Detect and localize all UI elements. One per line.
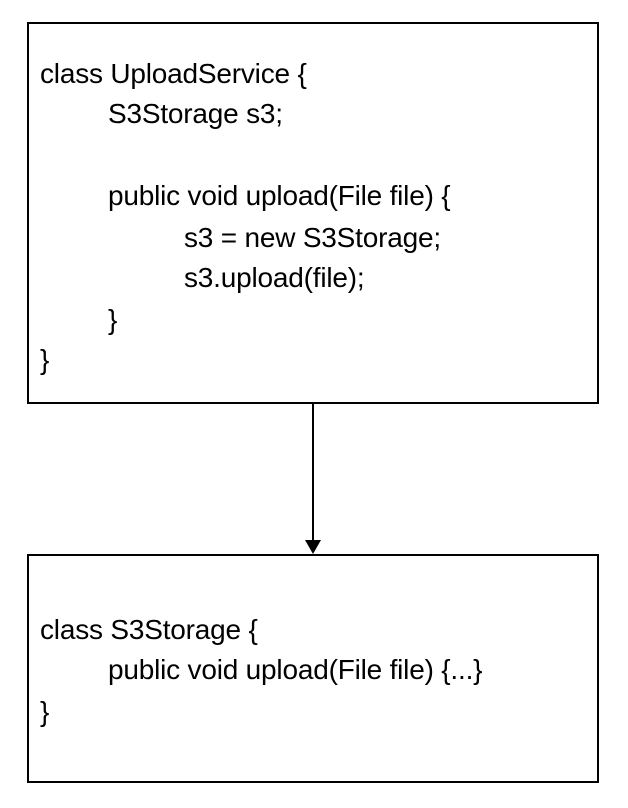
upload-service-closing-brace: }: [40, 344, 50, 375]
s3-storage-closing-brace: }: [40, 696, 50, 727]
s3-storage-class-declaration: class S3Storage {: [40, 614, 258, 645]
s3-storage-upload-method: public void upload(File file) {...}: [108, 654, 483, 685]
s3-storage-class-box: class S3Storage { public void upload(Fil…: [27, 554, 599, 783]
s3-field-declaration: S3Storage s3;: [108, 98, 283, 129]
upload-service-class-box: class UploadService { S3Storage s3; publ…: [27, 22, 599, 404]
s3-upload-call-statement: s3.upload(file);: [184, 262, 365, 293]
s3-instantiation-statement: s3 = new S3Storage;: [184, 222, 441, 253]
arrow-head: [305, 540, 321, 554]
upload-method-signature: public void upload(File file) {: [108, 180, 451, 211]
upload-service-class-declaration: class UploadService {: [40, 58, 307, 89]
upload-method-closing-brace: }: [108, 304, 118, 335]
